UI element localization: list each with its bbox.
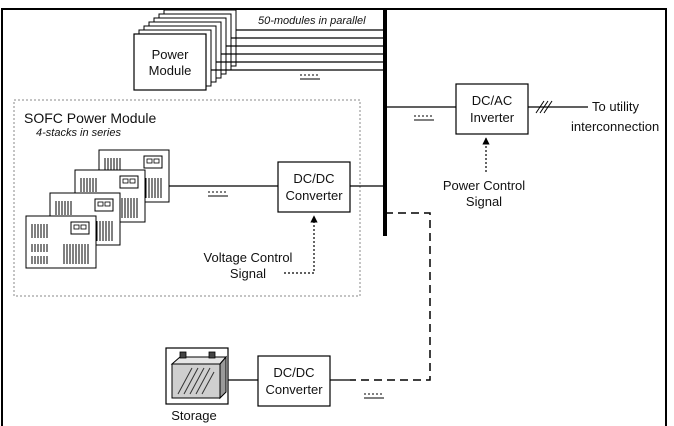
dcac-label-2: Inverter <box>470 110 515 125</box>
voltage-control-label-1: Voltage Control <box>204 250 293 265</box>
power-modules-stack <box>133 9 237 91</box>
dcac-label-1: DC/AC <box>472 93 512 108</box>
power-module-label-2: Module <box>149 63 192 78</box>
sofc-title: SOFC Power Module <box>24 110 156 126</box>
three-phase-mark <box>535 100 553 114</box>
dcdc-converter-bottom <box>257 355 331 407</box>
ellipsis-dots-icon <box>300 74 320 80</box>
dcdc-converter-top <box>277 161 351 213</box>
power-module-label-1: Power <box>152 47 190 62</box>
voltage-control-label-2: Signal <box>230 266 266 281</box>
ellipsis-dots-icon <box>364 393 384 399</box>
ellipsis-dots-icon <box>414 115 434 121</box>
ellipsis-dots-icon <box>208 191 228 197</box>
battery-icon <box>165 347 229 405</box>
parallel-note: 50-modules in parallel <box>258 15 366 27</box>
storage-dashed-line <box>350 212 431 381</box>
dcdc-bottom-label-2: Converter <box>265 382 323 397</box>
fuel-cell-stack-icon <box>25 149 170 269</box>
power-control-label-1: Power Control <box>443 178 525 193</box>
sofc-module-box <box>13 99 361 297</box>
dcdc-bottom-label-1: DC/DC <box>273 365 314 380</box>
dcac-inverter <box>455 83 529 135</box>
storage-label: Storage <box>171 408 217 423</box>
utility-label-1: To utility <box>592 99 639 114</box>
utility-label-2: interconnection <box>571 119 659 134</box>
sofc-subtitle: 4-stacks in series <box>36 127 121 139</box>
parallel-lines <box>211 29 384 71</box>
dcdc-top-label-1: DC/DC <box>293 171 334 186</box>
power-control-label-2: Signal <box>466 194 502 209</box>
outer-frame <box>1 8 667 426</box>
dcdc-top-label-2: Converter <box>285 188 343 203</box>
voltage-control-signal-line <box>284 215 318 274</box>
